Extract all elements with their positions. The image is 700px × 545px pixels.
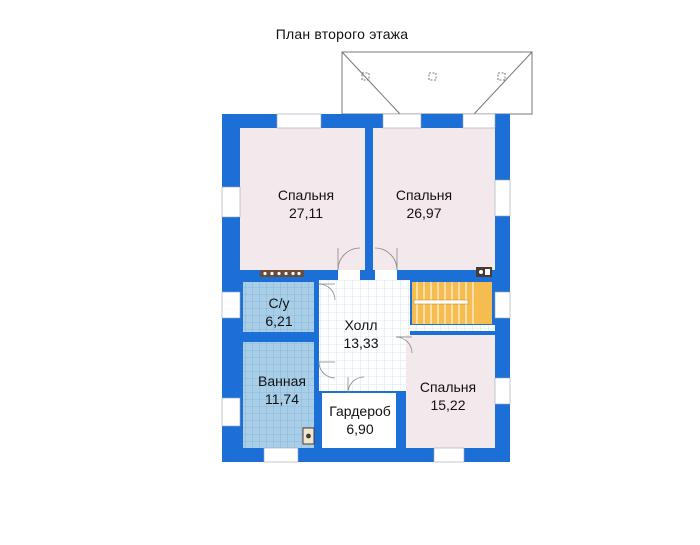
windows-top: [276, 113, 496, 129]
bedroom-1-area: 27,11: [289, 205, 323, 221]
bedroom-2-area: 26,97: [406, 205, 441, 221]
roof-projection: [341, 51, 533, 115]
bathroom-area: 11,74: [265, 391, 299, 407]
staircase: [412, 282, 492, 324]
bathroom-name: Ванная: [258, 373, 306, 389]
wc-floor: [243, 282, 314, 332]
wc-area: 6,21: [265, 313, 292, 329]
bathroom-floor: [243, 342, 314, 448]
bedroom-2-floor: [373, 128, 495, 270]
plan-title: План второго этажа: [275, 26, 409, 42]
windows-left: [221, 186, 241, 427]
radiator-left: [260, 270, 304, 277]
boiler-icon: [476, 267, 492, 277]
bedroom-3-area: 15,22: [430, 397, 465, 413]
windows-bottom: [263, 447, 465, 463]
hall-ext-floor: [410, 325, 495, 331]
wardrobe-name: Гардероб: [329, 403, 391, 419]
door-swings: [318, 247, 413, 394]
windows-right: [494, 179, 511, 405]
bedroom-3-floor: [406, 335, 495, 448]
wc-name: С/у: [269, 295, 290, 311]
bedroom-1-floor: [240, 128, 365, 270]
bedroom-2-name: Спальня: [396, 187, 452, 203]
wardrobe-area: 6,90: [346, 421, 373, 437]
hall-floor: [319, 280, 410, 391]
room-labels: Спальня 27,11 Спальня 26,97 С/у 6,21 Хол…: [258, 187, 476, 437]
bath-fixture-icon: [302, 427, 315, 445]
hall-area: 13,33: [343, 335, 378, 351]
bedroom-1-name: Спальня: [278, 187, 334, 203]
hall-name: Холл: [345, 317, 378, 333]
wardrobe-floor: [322, 393, 396, 448]
bedroom-3-name: Спальня: [420, 379, 476, 395]
